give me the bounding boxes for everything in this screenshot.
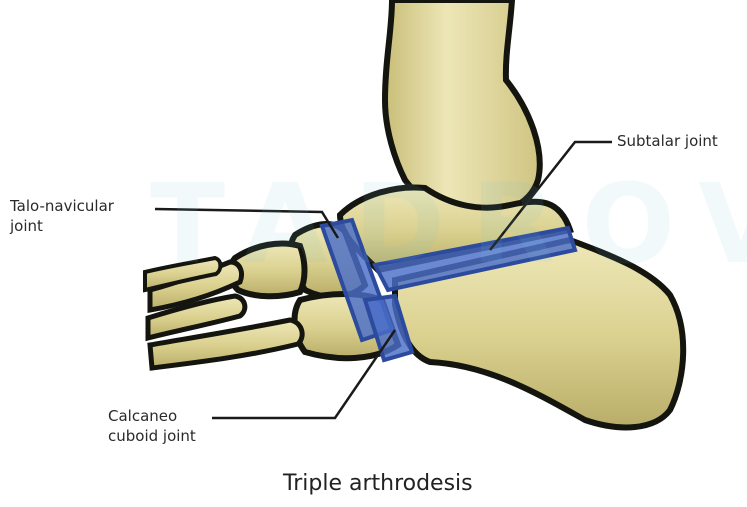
talo-navicular-label: Talo-navicular joint	[10, 196, 114, 236]
calcaneo-cuboid-label: Calcaneo cuboid joint	[108, 406, 196, 446]
talo-navicular-label-line1: Talo-navicular	[10, 196, 114, 216]
talo-navicular-label-line2: joint	[10, 216, 114, 236]
calcaneo-cuboid-label-line1: Calcaneo	[108, 406, 196, 426]
watermark: TADROV	[150, 160, 747, 288]
diagram-caption: Triple arthrodesis	[283, 470, 473, 498]
calcaneo-cuboid-label-line2: cuboid joint	[108, 426, 196, 446]
subtalar-label: Subtalar joint	[617, 131, 718, 151]
